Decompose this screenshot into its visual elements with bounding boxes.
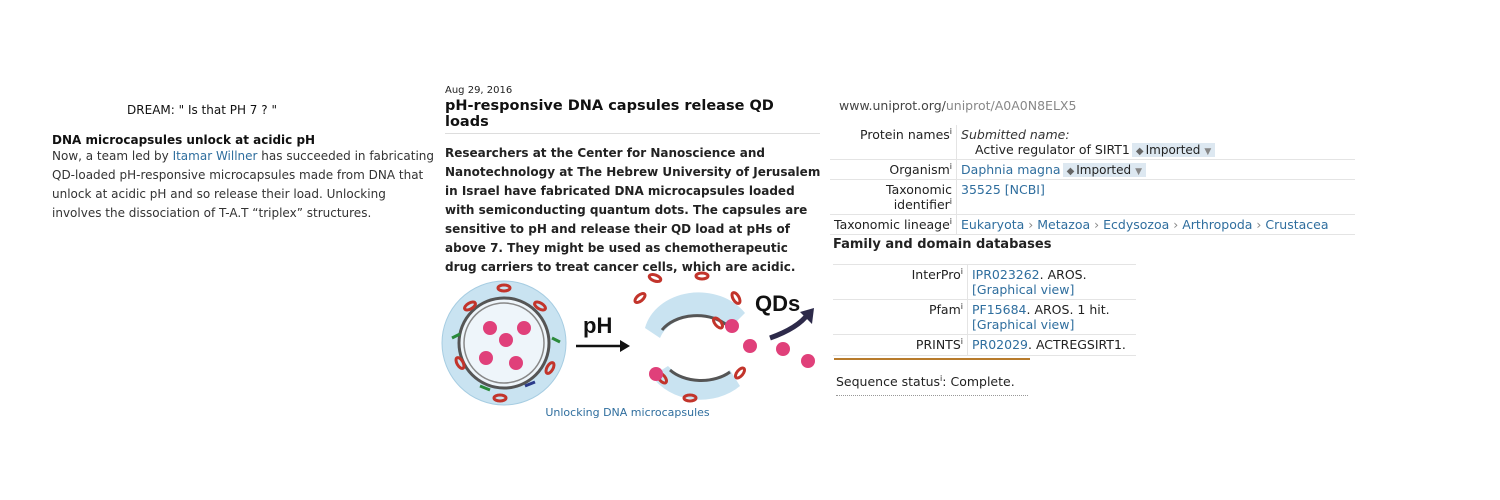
- imported-tag[interactable]: ◆Imported▼: [1131, 143, 1216, 157]
- lineage-label: Taxonomic lineagei: [830, 214, 958, 236]
- divider: [834, 357, 1030, 360]
- uniprot-entry: www.uniprot.org/uniprot/A0A0N8ELX5 Prote…: [830, 98, 1370, 396]
- uniprot-url[interactable]: www.uniprot.org/uniprot/A0A0N8ELX5: [839, 98, 1370, 113]
- left-heading: DNA microcapsules unlock at acidic pH: [52, 133, 316, 147]
- info-icon[interactable]: i: [940, 373, 943, 383]
- organism-label: Organismi: [830, 159, 958, 181]
- left-body: Now, a team led by Itamar Willner has su…: [52, 147, 437, 223]
- family-heading: Family and domain databases: [833, 237, 1052, 253]
- left-body-pre: Now, a team led by: [52, 149, 173, 163]
- family-table: InterProi IPR023262. AROS. [Graphical vi…: [833, 264, 1136, 356]
- info-icon[interactable]: i: [949, 197, 953, 207]
- graphical-view-link[interactable]: [Graphical view]: [972, 317, 1075, 333]
- url-path: uniprot/A0A0N8ELX5: [945, 98, 1077, 113]
- lineage-item[interactable]: Arthropoda: [1182, 217, 1253, 233]
- article-body: Researchers at the Center for Nanoscienc…: [445, 146, 821, 274]
- prints-label: PRINTSi: [833, 334, 968, 356]
- graphical-view-link[interactable]: [Graphical view]: [972, 282, 1075, 298]
- protein-info-table: Protein namesi Submitted name: Active re…: [830, 125, 1356, 236]
- article-date: Aug 29, 2016: [445, 85, 513, 96]
- lineage-row: Taxonomic lineagei Eukaryota › Metazoa ›…: [830, 214, 1356, 236]
- lineage-item[interactable]: Crustacea: [1265, 217, 1329, 233]
- info-icon[interactable]: i: [949, 162, 953, 171]
- closed-capsule-illustration: [441, 280, 567, 406]
- info-icon[interactable]: i: [949, 217, 953, 227]
- lineage-item[interactable]: Metazoa: [1037, 217, 1091, 233]
- pfam-label: Pfami: [833, 299, 968, 336]
- info-icon[interactable]: i: [949, 127, 953, 136]
- chevron-down-icon: ▼: [1204, 147, 1212, 157]
- info-icon[interactable]: i: [960, 337, 963, 347]
- figure-caption[interactable]: Unlocking DNA microcapsules: [545, 406, 710, 419]
- author-link[interactable]: Itamar Willner: [172, 149, 258, 163]
- tag-icon: ◆: [1135, 146, 1144, 157]
- prints-link[interactable]: PR02029: [972, 337, 1028, 353]
- organism-link[interactable]: Daphnia magna: [961, 162, 1061, 177]
- pfam-row: Pfami PF15684. AROS. 1 hit. [Graphical v…: [833, 299, 1136, 336]
- pfam-link[interactable]: PF15684: [972, 302, 1027, 318]
- info-icon[interactable]: i: [960, 267, 963, 277]
- tag-icon: ◆: [1066, 166, 1075, 177]
- taxid-link[interactable]: 35525 [NCBI]: [961, 182, 1045, 198]
- lineage-item[interactable]: Ecdysozoa: [1103, 217, 1170, 233]
- left-snippet: DREAM: " Is that PH 7 ? " DNA microcapsu…: [52, 103, 437, 223]
- interpro-link[interactable]: IPR023262: [972, 267, 1040, 283]
- sequence-status: Sequence statusi: Complete.: [836, 374, 1028, 396]
- qds-label: QDs: [755, 291, 800, 316]
- imported-tag[interactable]: ◆Imported▼: [1062, 163, 1147, 177]
- url-host: www.uniprot.org/: [839, 98, 946, 113]
- article-title[interactable]: pH-responsive DNA capsules release QD lo…: [445, 98, 820, 134]
- left-body-post: has succeeded in fabricating QD-loaded p…: [52, 149, 435, 220]
- organism-row: Organismi Daphnia magna◆Imported▼: [830, 159, 1356, 181]
- info-icon[interactable]: i: [960, 302, 963, 312]
- interpro-label: InterProi: [833, 264, 968, 301]
- lineage-item[interactable]: Eukaryota: [961, 217, 1025, 233]
- prints-row: PRINTSi PR02029. ACTREGSIRT1.: [833, 334, 1136, 356]
- chevron-down-icon: ▼: [1135, 167, 1143, 177]
- open-capsule-illustration: [633, 271, 815, 403]
- dna-microcapsule-figure: pH QDs: [441, 271, 815, 406]
- ph-label: pH: [583, 313, 612, 338]
- protein-names-row: Protein namesi Submitted name: Active re…: [830, 125, 1356, 160]
- interpro-row: InterProi IPR023262. AROS. [Graphical vi…: [833, 264, 1136, 301]
- dream-title: DREAM: " Is that PH 7 ? ": [127, 103, 277, 117]
- submitted-name-label: Submitted name:: [961, 127, 1070, 142]
- article-snippet: Aug 29, 2016 pH-responsive DNA capsules …: [445, 85, 825, 277]
- protein-names-label: Protein namesi: [830, 125, 958, 160]
- protein-name-value: Active regulator of SIRT1: [975, 142, 1130, 157]
